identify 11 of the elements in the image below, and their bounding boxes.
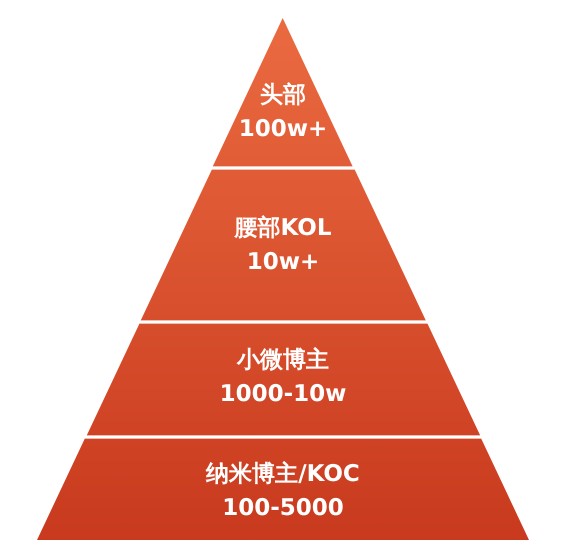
tier-range: 100-5000	[222, 494, 344, 522]
tier-title: 小微博主	[236, 346, 329, 374]
tier-range: 100w+	[238, 115, 328, 144]
pyramid-tier	[86, 322, 480, 437]
pyramid-tier	[37, 437, 529, 540]
pyramid-tier	[212, 18, 354, 168]
tier-range: 10w+	[246, 248, 320, 277]
tier-range: 1000-10w	[220, 380, 346, 408]
tier-title: 纳米博主/KOC	[206, 460, 360, 488]
tier-title: 腰部KOL	[234, 214, 332, 243]
tier-title: 头部	[260, 81, 306, 110]
